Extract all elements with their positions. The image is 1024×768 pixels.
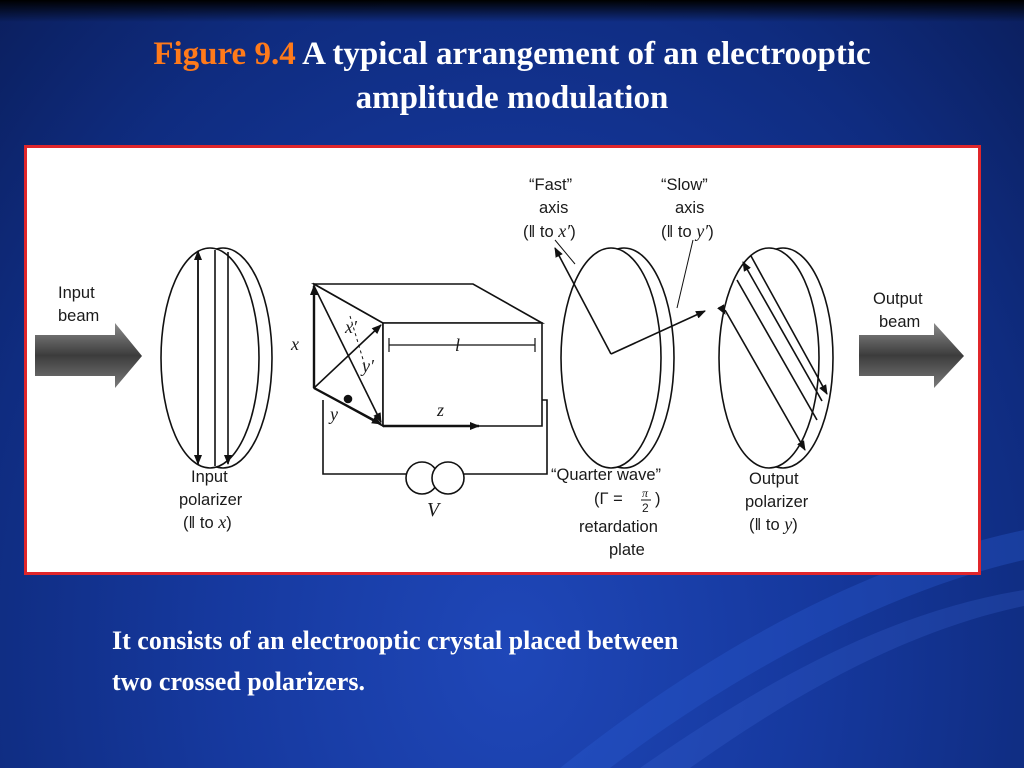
quarter-wave-plate	[554, 239, 706, 469]
axis-label-z: z	[436, 400, 444, 420]
slow-axis-line-2: axis	[675, 199, 704, 217]
fast-axis-label: “Fast” axis (‖ to x′)	[523, 176, 576, 241]
quarter-wave-pi: π	[642, 486, 649, 500]
crystal-axis-labels: x y z x′ y′ l	[290, 317, 460, 424]
output-polarizer-line-2: polarizer	[745, 493, 809, 511]
output-beam-line-1: Output	[873, 290, 923, 308]
output-polarizer-label: Output polarizer (‖ to y)	[745, 470, 809, 534]
quarter-wave-line-1: “Quarter wave”	[551, 466, 661, 484]
figure-frame: Input beam Output beam Input polarizer (…	[24, 145, 981, 575]
output-polarizer-line-1: Output	[749, 470, 799, 488]
input-beam-line-2: beam	[58, 307, 99, 325]
input-beam-arrow	[35, 323, 142, 388]
fast-axis-line-3: (‖ to x′)	[523, 221, 576, 241]
quarter-wave-line-3: retardation	[579, 518, 658, 536]
output-beam-line-2: beam	[879, 313, 920, 331]
voltage-label: V	[427, 499, 442, 521]
output-beam-label: Output beam	[873, 290, 923, 331]
slow-axis-line-1: “Slow”	[661, 176, 708, 194]
quarter-wave-label: “Quarter wave” (Γ = π 2 ) retardation pl…	[551, 466, 661, 559]
input-polarizer-disc	[160, 247, 273, 469]
input-polarizer-line-3: (‖ to x)	[183, 512, 232, 532]
quarter-wave-close-paren: )	[655, 490, 661, 508]
fast-axis-line-1: “Fast”	[529, 176, 572, 194]
axis-label-y-prime: y′	[360, 356, 375, 376]
title-text: A typical arrangement of an electrooptic	[302, 36, 871, 72]
quarter-wave-two: 2	[642, 501, 649, 515]
fast-axis-line-2: axis	[539, 199, 568, 217]
output-beam-arrow	[859, 323, 964, 388]
caption-line-1: It consists of an electrooptic crystal p…	[112, 626, 679, 655]
crystal-length-label: l	[455, 335, 460, 355]
input-beam-line-1: Input	[58, 284, 95, 302]
slide-title: Figure 9.4 A typical arrangement of an e…	[0, 32, 1024, 120]
input-polarizer-line-1: Input	[191, 468, 228, 486]
figure-number: Figure 9.4	[153, 36, 296, 72]
title-line-2: amplitude modulation	[355, 80, 669, 116]
electrooptic-crystal	[310, 282, 546, 430]
axis-label-y: y	[328, 404, 338, 424]
top-dark-band	[0, 0, 1024, 22]
axis-label-x: x	[290, 334, 299, 354]
input-beam-label: Input beam	[58, 284, 99, 325]
slow-axis-label: “Slow” axis (‖ to y′)	[661, 176, 714, 241]
input-polarizer-line-2: polarizer	[179, 491, 243, 509]
output-polarizer-line-3: (‖ to y)	[749, 514, 798, 534]
slow-axis-line-3: (‖ to y′)	[661, 221, 714, 241]
axis-label-x-prime: x′	[344, 317, 358, 337]
output-polarizer-disc	[717, 247, 834, 469]
input-polarizer-label: Input polarizer (‖ to x)	[179, 468, 243, 532]
caption-line-2: two crossed polarizers.	[112, 667, 365, 696]
modulator-diagram: Input beam Output beam Input polarizer (…	[35, 176, 964, 559]
slide-caption: It consists of an electrooptic crystal p…	[112, 620, 892, 702]
voltage-circuit	[322, 399, 548, 495]
quarter-wave-gamma: (Γ =	[594, 490, 623, 508]
quarter-wave-line-4: plate	[609, 541, 645, 559]
